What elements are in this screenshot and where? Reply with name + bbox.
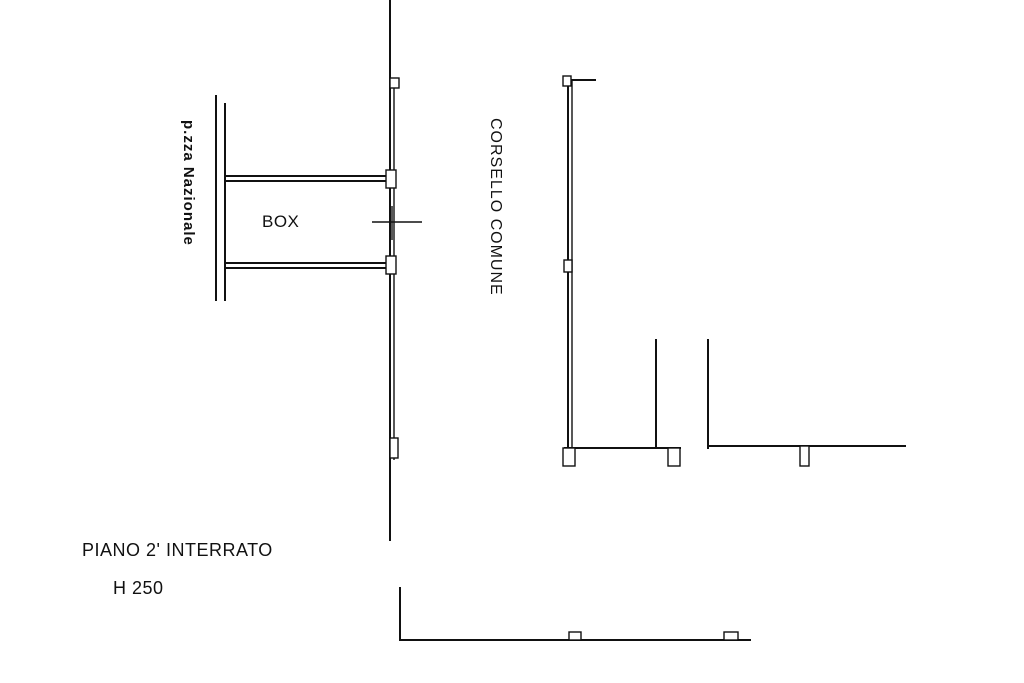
right-structure-walls xyxy=(564,79,906,451)
column-marker xyxy=(568,631,582,641)
column-marker xyxy=(667,447,681,467)
street-boundary xyxy=(215,95,226,301)
column-marker xyxy=(385,255,397,275)
column-marker xyxy=(562,447,576,467)
street-label: p.zza Nazionale xyxy=(180,120,197,246)
height-label: H 250 xyxy=(113,578,164,598)
column-marker xyxy=(563,259,573,273)
column-marker xyxy=(385,169,397,189)
corridor-label: CORSELLO COMUNE xyxy=(487,118,504,296)
column-marker xyxy=(723,631,739,641)
column-marker xyxy=(389,437,399,459)
column-marker xyxy=(562,75,572,87)
box-cross-marker xyxy=(372,206,422,240)
box-wall-bottom xyxy=(224,262,391,269)
box-wall-top xyxy=(224,175,391,182)
box-label: BOX xyxy=(262,212,300,231)
floor-label: PIANO 2' INTERRATO xyxy=(82,540,273,560)
column-marker xyxy=(799,445,810,467)
column-marker xyxy=(389,77,400,89)
